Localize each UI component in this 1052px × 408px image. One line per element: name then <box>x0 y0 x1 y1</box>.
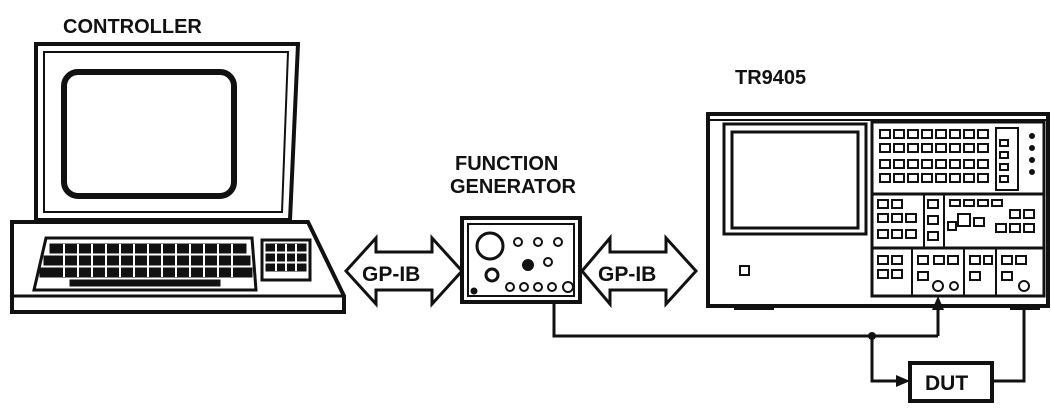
arrowhead-to-dut <box>896 375 910 387</box>
function-generator <box>462 218 580 302</box>
controller-computer <box>12 44 344 312</box>
wire-junction <box>868 332 876 340</box>
gpib-arrow-left: GP-IB <box>346 238 462 304</box>
monitor-screen <box>64 72 234 196</box>
tr9405-analyzer <box>708 114 1048 310</box>
function-generator-label-line1: FUNCTION <box>455 153 558 175</box>
gpib-left-label: GP-IB <box>362 263 420 286</box>
dut-box: DUT <box>910 363 992 401</box>
controller-label: CONTROLLER <box>63 16 202 38</box>
gpib-right-label: GP-IB <box>598 263 656 286</box>
analyzer-label: TR9405 <box>735 67 806 89</box>
dut-label: DUT <box>925 372 968 395</box>
function-generator-label-line2: GENERATOR <box>450 176 576 198</box>
gpib-arrow-right: GP-IB <box>582 238 696 304</box>
